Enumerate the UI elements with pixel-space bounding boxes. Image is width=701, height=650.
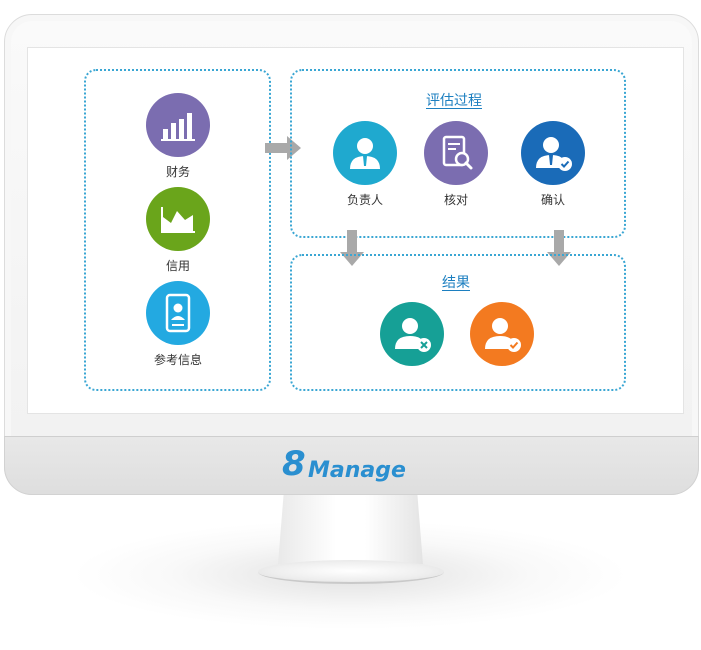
person-check-icon	[521, 121, 585, 185]
result-box	[290, 254, 626, 391]
arrow-right-icon	[265, 136, 301, 160]
monitor-chin	[4, 436, 699, 495]
brand-logo-number: 8	[282, 444, 306, 484]
profile-document-icon	[146, 281, 210, 345]
result-title: 结果	[442, 275, 470, 291]
person-reject-icon	[380, 302, 444, 366]
result-outcome-rejected	[372, 302, 452, 366]
monitor-base	[258, 560, 444, 584]
evaluation-step-owner: 负责人	[325, 121, 405, 208]
brand-logo-text: Manage	[308, 458, 406, 483]
person-approve-icon	[470, 302, 534, 366]
document-search-icon	[424, 121, 488, 185]
evaluation-step-label: 确认	[540, 193, 565, 207]
input-label: 财务	[165, 165, 190, 179]
input-label: 信用	[165, 259, 190, 273]
arrow-down-icon	[340, 230, 364, 266]
evaluation-step-check: 核对	[416, 121, 496, 208]
input-label: 参考信息	[153, 353, 202, 367]
evaluation-step-confirm: 确认	[513, 121, 593, 208]
area-chart-icon	[146, 187, 210, 251]
input-node-credit: 信用	[138, 187, 218, 274]
bar-chart-icon	[146, 93, 210, 157]
arrow-down-icon	[547, 230, 571, 266]
result-outcome-approved	[462, 302, 542, 366]
evaluation-title: 评估过程	[426, 93, 482, 109]
inputs-box	[84, 69, 271, 391]
input-node-reference: 参考信息	[138, 281, 218, 368]
evaluation-box	[290, 69, 626, 238]
evaluation-step-label: 负责人	[346, 193, 383, 207]
brand-logo: 8 Manage	[282, 444, 432, 486]
monitor-neck	[278, 492, 423, 564]
evaluation-step-label: 核对	[443, 193, 468, 207]
input-node-finance: 财务	[138, 93, 218, 180]
person-icon	[333, 121, 397, 185]
